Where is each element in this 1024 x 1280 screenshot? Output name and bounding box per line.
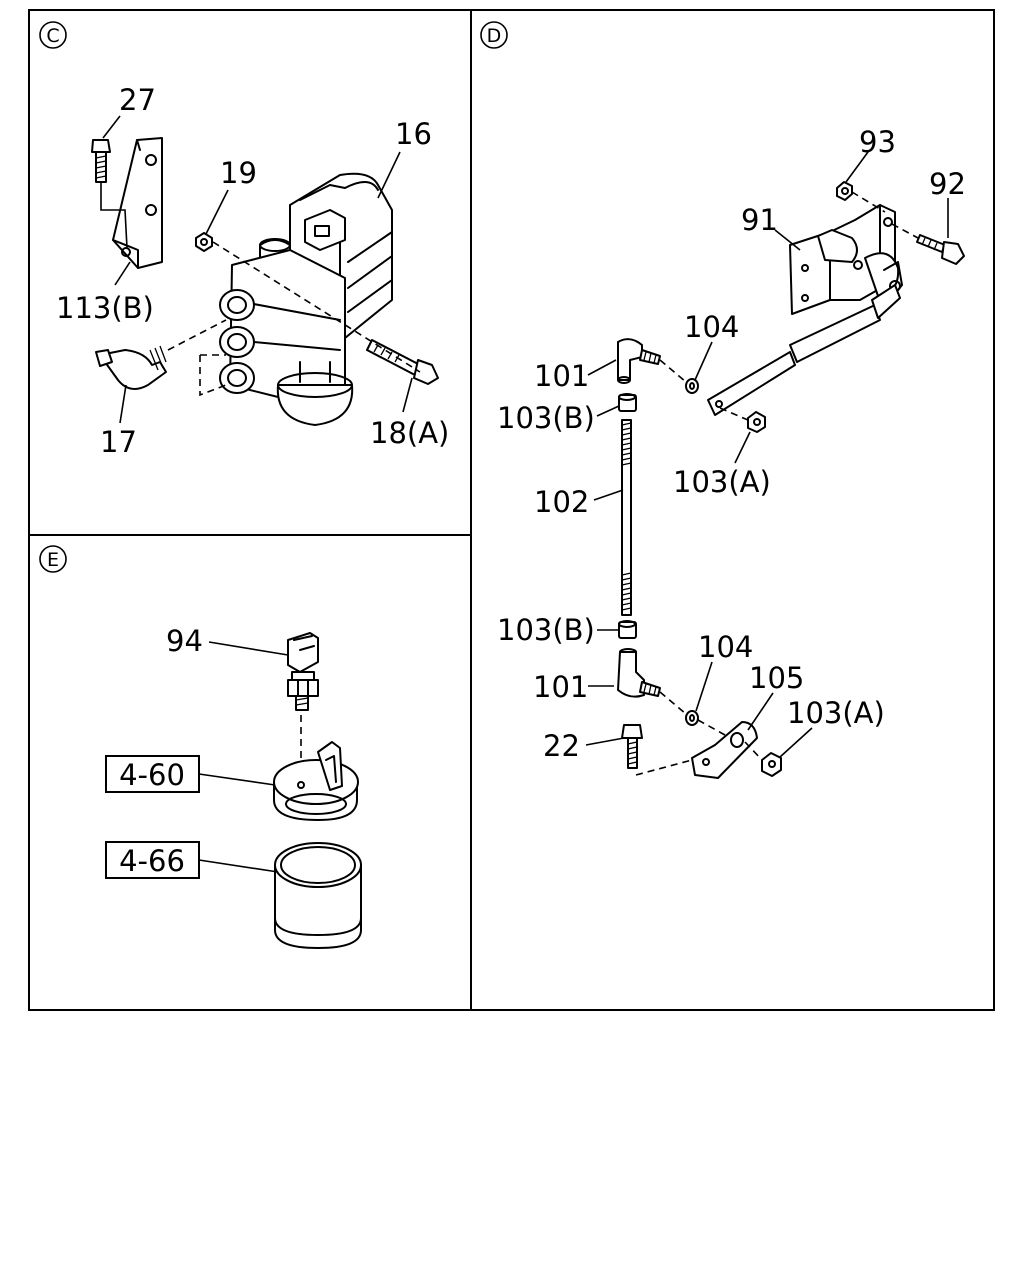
label-92: 92 [929,167,966,201]
filter-4-66 [274,842,362,949]
washer-104-top [685,378,699,394]
nut-93 [836,181,853,201]
label-94: 94 [166,624,203,658]
bolt-18a [366,339,439,385]
threaded-rod-102 [621,419,632,616]
section-d-marker: D [480,21,508,49]
diagram-frame [28,9,995,1011]
label-19: 19 [220,156,257,190]
label-105: 105 [749,661,804,695]
label-4-66: 4-66 [119,844,185,878]
label-103b-top: 103(B) [497,401,595,435]
section-e-marker: E [39,545,67,573]
label-4-60: 4-60 [119,758,185,792]
section-d-letter: D [487,25,502,47]
nut-103a-top [747,411,766,433]
nut-103b-top [618,393,637,412]
ball-joint-101-bottom [617,648,661,698]
label-22: 22 [543,729,580,763]
label-93: 93 [859,125,896,159]
bolt-27 [91,139,111,183]
label-103a-bottom: 103(A) [787,696,885,730]
bracket-105 [691,721,758,779]
label-104-top: 104 [684,310,739,344]
label-18a: 18(A) [370,416,449,450]
nut-103a-bottom [761,752,782,777]
label-101-bottom: 101 [533,670,588,704]
ref-box-4-60 [105,755,200,793]
pressure-switch-94 [287,632,319,711]
label-113b: 113(B) [56,291,154,325]
label-102: 102 [534,485,589,519]
cover-4-60 [273,741,359,821]
bracket-113b [112,137,163,269]
section-e-letter: E [47,549,59,571]
lever-arm [707,284,901,416]
bolt-22 [621,724,643,769]
section-c-marker: C [39,21,67,49]
elbow-fitting-17 [95,345,167,390]
washer-104-bottom [685,710,699,726]
ball-joint-101-top [617,338,661,384]
label-103b-bottom: 103(B) [497,613,595,647]
nut-19 [195,232,213,252]
label-101-top: 101 [534,359,589,393]
bolt-92 [916,234,965,265]
section-c-letter: C [46,25,59,47]
ref-box-4-66 [105,841,200,879]
valve-assembly-16 [219,172,393,426]
label-103a-top: 103(A) [673,465,771,499]
bracket-91 [789,204,903,315]
label-16: 16 [395,117,432,151]
label-27: 27 [119,83,156,117]
label-17: 17 [100,425,137,459]
nut-103b-bottom [618,620,637,639]
label-91: 91 [741,203,778,237]
label-104-bottom: 104 [698,630,753,664]
